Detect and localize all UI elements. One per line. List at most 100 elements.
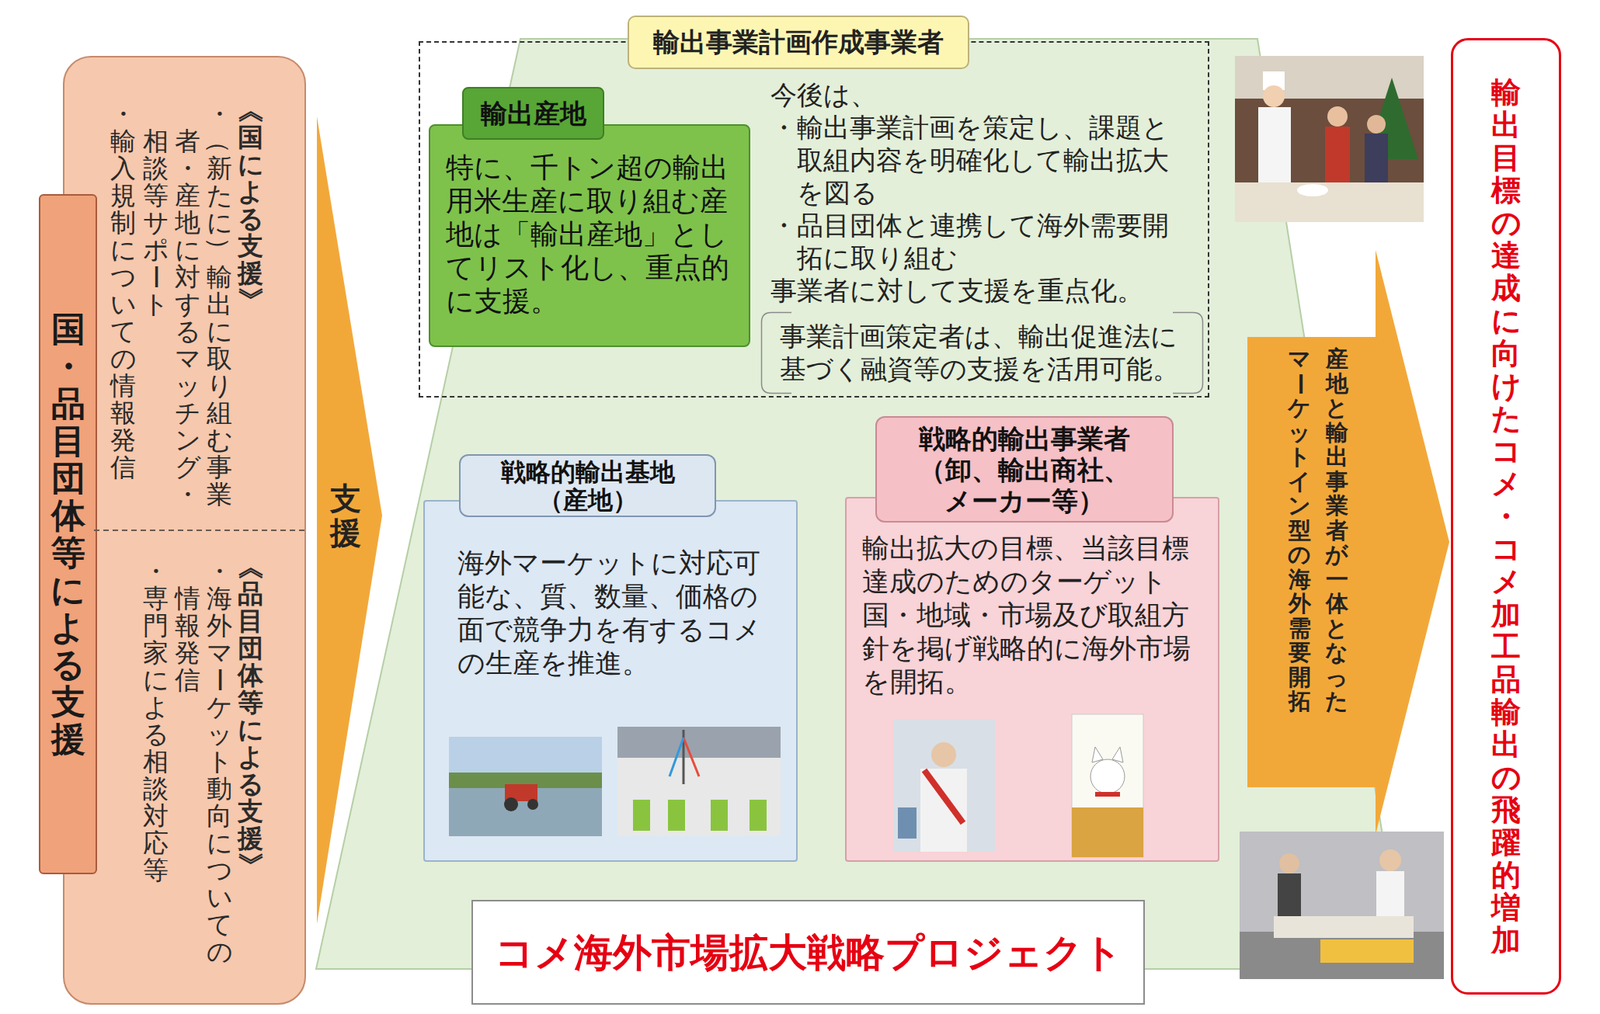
vertical-label: 産地と輸出事業者が一体となったマーケットイン型の海外需要開拓: [1280, 347, 1356, 715]
glyph: サ: [139, 208, 172, 237]
text-label: 特に、千トン超の輸出用米生産に取り組む産地は「輸出産地」としてリスト化し、重点的…: [445, 150, 734, 318]
glyph: ケ: [203, 693, 236, 721]
glyph: よ: [40, 608, 96, 647]
text-group: 輸出拡大の目標、当該目標達成のためのターゲット国・地域・市場及び取組方針を掲げ戦…: [862, 532, 1197, 700]
text-column: 情報発信: [171, 584, 204, 694]
photo-cat-ear: [1092, 747, 1103, 763]
photo-banner: [1320, 939, 1414, 964]
glyph: 制: [107, 208, 140, 237]
bracket-frame: [761, 313, 1204, 394]
glyph: 規: [107, 181, 140, 209]
glyph: 等: [139, 856, 172, 884]
glyph: 加: [1482, 598, 1530, 631]
glyph: 目: [1482, 141, 1530, 174]
text-column: ・海外マーケット動向についての: [203, 557, 236, 966]
glyph: 援: [234, 824, 267, 853]
text-group: 事業計画策定者は、輸出促進法に基づく融資等の支援を活用可能。: [779, 320, 1184, 386]
vertical-label: ・海外マーケット動向についての情報発信: [171, 557, 236, 966]
text-column: 支援: [326, 481, 366, 550]
glyph: 《: [236, 93, 265, 126]
glyph: 家: [139, 639, 172, 667]
glyph: 者: [1318, 518, 1356, 544]
glyph: 需: [1280, 616, 1319, 642]
vertical-label: 支援: [326, 481, 366, 550]
photo-chef-head: [1379, 849, 1402, 872]
text-label: 事業計画策定者は、輸出促進法に基づく融資等の支援を活用可能。: [779, 320, 1184, 386]
text-label: 今後は、: [770, 78, 1175, 112]
text-holder: 《国による支援》: [234, 96, 267, 314]
glyph: ト: [203, 747, 236, 776]
glyph: 輸: [107, 127, 140, 155]
label-box: 輸出産地: [462, 86, 605, 140]
glyph: 要: [1280, 640, 1319, 666]
glyph: 支: [234, 232, 267, 260]
glyph: 事: [1318, 469, 1356, 495]
text-column: 《品目団体等による支援》: [234, 553, 267, 880]
glyph: 事: [203, 453, 236, 481]
text-column: 者・産地に対するマッチング・: [171, 127, 204, 508]
glyph: 品: [1482, 663, 1530, 696]
glyph: 者: [171, 127, 204, 155]
glyph: 信: [171, 666, 204, 694]
glyph: 対: [171, 263, 204, 291]
glyph: （: [205, 125, 234, 157]
glyph: 情: [107, 372, 140, 400]
glyph: ・: [171, 154, 204, 182]
glyph: ト: [139, 290, 172, 318]
vertical-label: 《国による支援》: [234, 96, 267, 314]
glyph: る: [139, 720, 172, 748]
photo-sky: [448, 737, 602, 773]
glyph: 国: [234, 123, 267, 151]
glyph: す: [171, 290, 204, 318]
photo-streamer: [683, 737, 700, 777]
glyph: マ: [203, 639, 236, 667]
text-holder: 《品目団体等による支援》: [234, 553, 267, 880]
glyph: マ: [1280, 347, 1319, 373]
glyph: 型: [1280, 518, 1319, 544]
glyph: よ: [234, 743, 267, 771]
photo-person: [633, 800, 651, 832]
glyph: り: [203, 372, 236, 400]
glyph: 加: [1482, 924, 1530, 957]
bracket-note: 事業計画策定者は、輸出促進法に基づく融資等の支援を活用可能。: [760, 311, 1204, 395]
glyph: 業: [203, 480, 236, 508]
glyph: 工: [1482, 630, 1530, 664]
text-holder: ・輸入規制についての情報発信: [107, 100, 140, 481]
glyph: 出: [1318, 445, 1356, 470]
glyph: い: [107, 290, 140, 318]
glyph: ー: [205, 664, 234, 696]
plan-region: 輸出産地特に、千トン超の輸出用米生産に取り組む産地は「輸出産地」としてリスト化し…: [418, 41, 1210, 398]
glyph: 体: [1318, 591, 1356, 617]
glyph: ・: [203, 557, 236, 585]
glyph: 目: [234, 607, 267, 635]
glyph: 団: [40, 459, 96, 498]
glyph: る: [234, 770, 267, 798]
text-holder: 産地と輸出事業者が一体となったマーケットイン型の海外需要開拓: [1280, 347, 1356, 715]
glyph: 達: [1482, 239, 1530, 272]
glyph: 一: [1318, 567, 1356, 593]
glyph: っ: [1318, 665, 1356, 691]
glyph: 等: [234, 688, 267, 717]
photo-ceremony: [617, 726, 781, 837]
glyph: に: [203, 208, 236, 237]
text-column: マーケットイン型の海外需要開拓: [1280, 347, 1319, 715]
photo-tasting-event: [1234, 55, 1424, 223]
glyph: る: [171, 317, 204, 345]
glyph: 新: [203, 154, 236, 182]
glyph: チ: [171, 399, 204, 427]
text-holder: 輸出目標の達成に向けたコメ・コメ加工品輸出の飛躍的増加: [1482, 76, 1530, 957]
glyph: て: [203, 911, 236, 939]
photo-cat-ear: [1112, 747, 1124, 763]
text-column: 国・品目団体等による支援: [40, 310, 96, 759]
glyph: に: [40, 571, 96, 609]
text-label: 海外マーケットに対応可能な、質、数量、価格の面で競争力を有するコメの生産を推進。: [457, 546, 766, 681]
photo-bowl: [1297, 184, 1329, 197]
glyph: て: [107, 317, 140, 345]
label-box: 戦略的輸出基地（産地）: [459, 454, 717, 518]
glyph: つ: [107, 263, 140, 291]
glyph: 発: [107, 426, 140, 454]
photo-cat-collar: [1095, 792, 1120, 797]
glyph: と: [1318, 396, 1356, 421]
glyph: コ: [1482, 532, 1530, 566]
glyph: に: [139, 666, 172, 694]
